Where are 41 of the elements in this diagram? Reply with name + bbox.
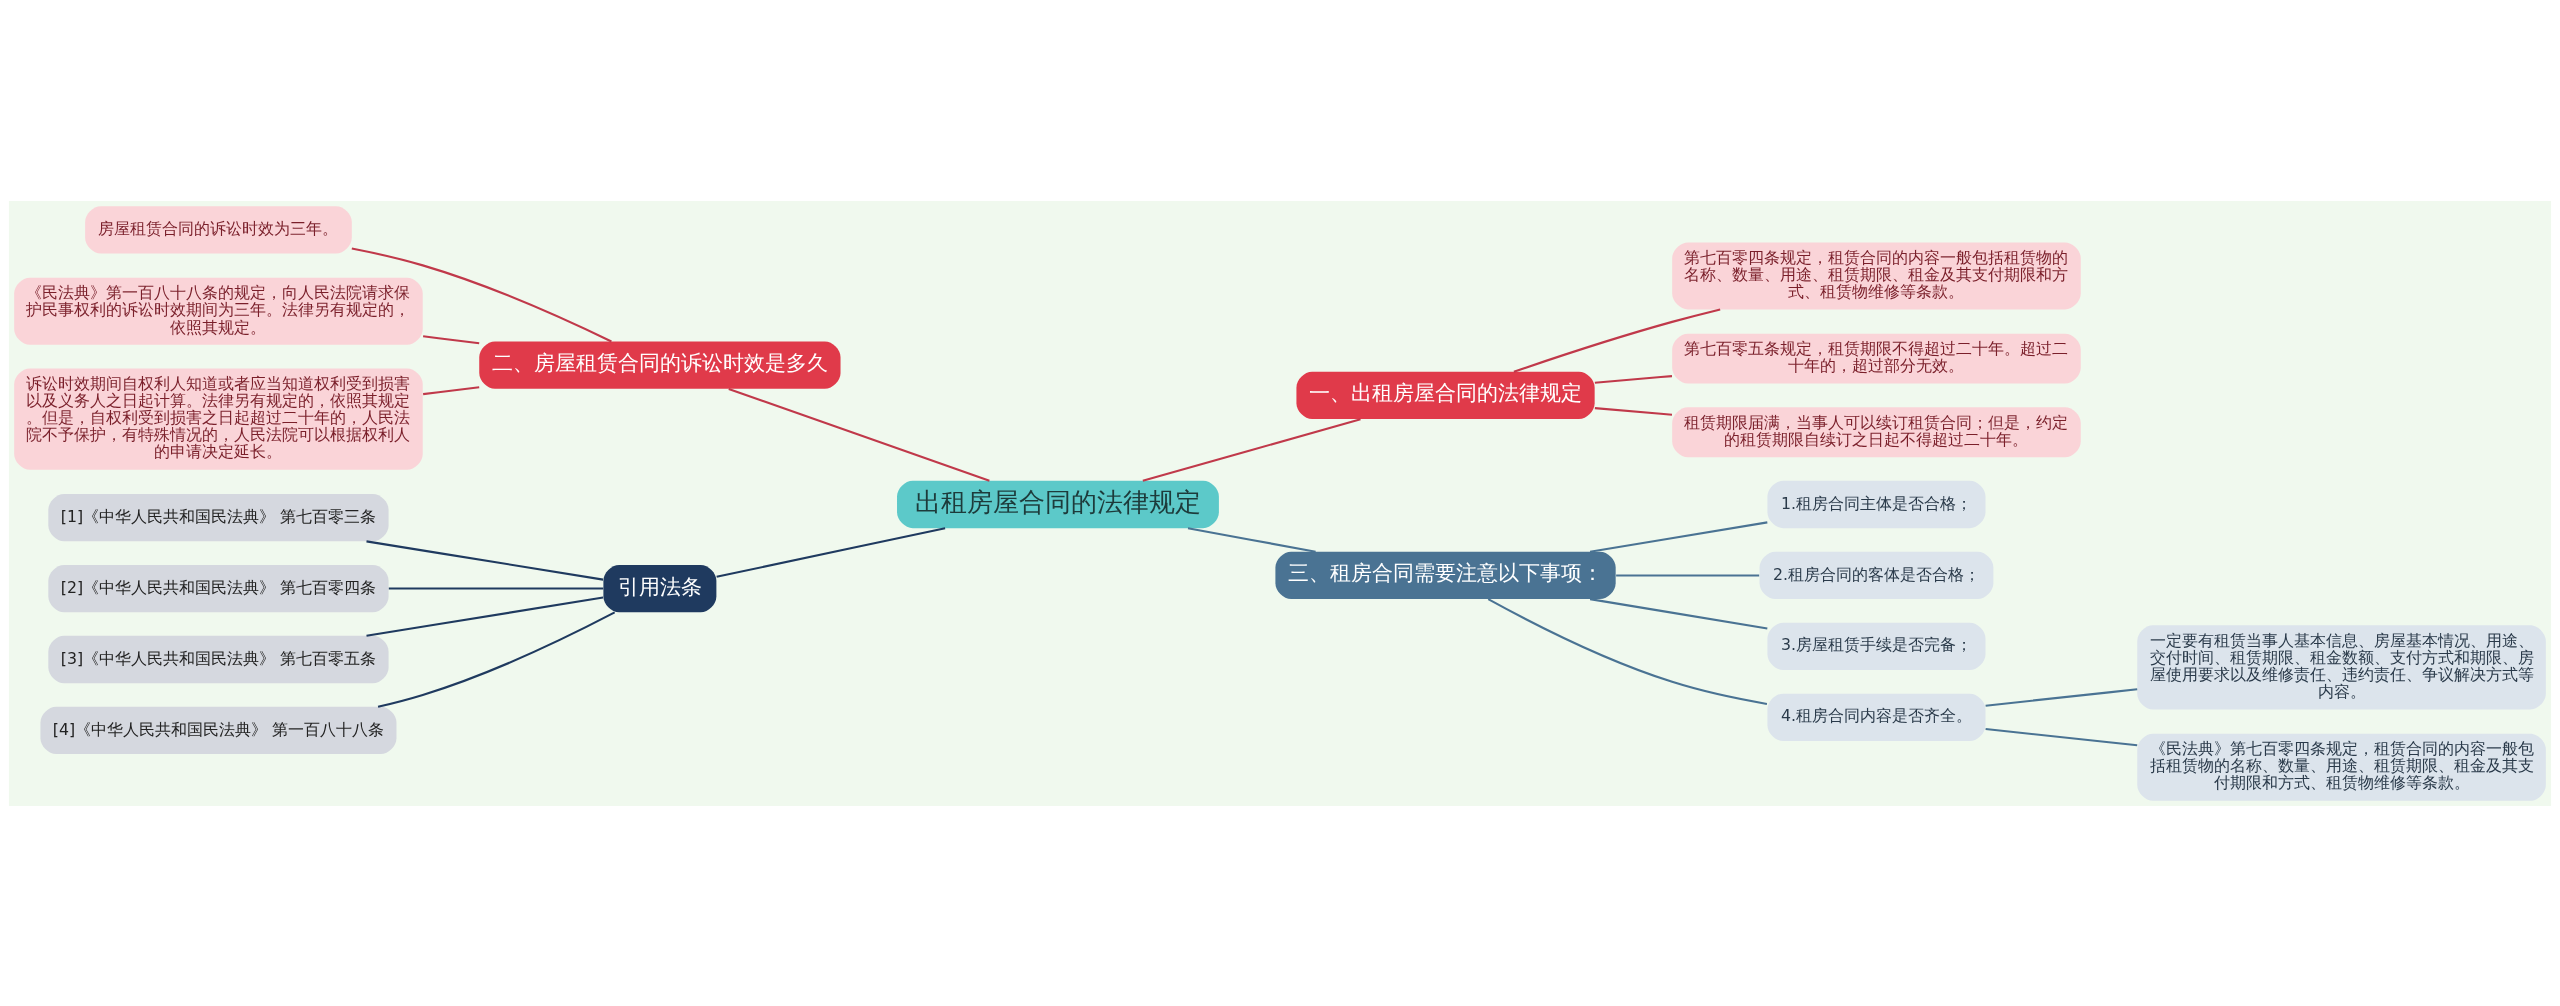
connector bbox=[366, 596, 604, 637]
connector bbox=[1594, 406, 1673, 416]
connector bbox=[423, 334, 480, 344]
node-box: 三、租房合同需要注意以下事项： bbox=[1275, 551, 1616, 599]
node-box: 《民法典》第七百零四条规定，租赁合同的内容一般包括租赁物的名称、数量、用途、租赁期限、租金及其支付期限和方式、租赁物维修等条款。 bbox=[2137, 733, 2546, 801]
connector bbox=[1513, 307, 1721, 373]
connector bbox=[1142, 417, 1361, 482]
node-box: 诉讼时效期间自权利人知道或者应当知道权利受到损害以及义务人之日起计算。法律另有规定的，依照其规定。但是，自权利受到损害之日起超过二十年的，人民法院不予保护，有特殊情况的，人民法院可以根据权利人的申请决定延长。 bbox=[14, 368, 423, 470]
connector bbox=[1985, 687, 2138, 707]
node-box: 房屋租赁合同的诉讼时效为三年。 bbox=[85, 205, 352, 254]
node-box: [2]《中华人民共和国民法典》 第七百零四条 bbox=[48, 564, 389, 612]
connector bbox=[1589, 520, 1768, 553]
node-box: 4.租房合同内容是否齐全。 bbox=[1767, 693, 1986, 741]
node-box: 3.房屋租赁手续是否完备； bbox=[1767, 622, 1986, 670]
node-box: 一、出租房屋合同的法律规定 bbox=[1296, 371, 1595, 419]
connector bbox=[1589, 597, 1768, 630]
node-box: [4]《中华人民共和国民法典》 第一百八十八条 bbox=[40, 706, 397, 754]
connector bbox=[423, 385, 480, 395]
node-box: 二、房屋租赁合同的诉讼时效是多久 bbox=[479, 341, 841, 389]
connector bbox=[1187, 526, 1316, 553]
connector bbox=[1487, 597, 1768, 705]
node-box: 引用法条 bbox=[603, 564, 717, 612]
node-box: 第七百零五条规定，租赁期限不得超过二十年。超过二十年的，超过部分无效。 bbox=[1672, 333, 2081, 384]
node-box: [3]《中华人民共和国民法典》 第七百零五条 bbox=[48, 635, 389, 683]
node-box: 出租房屋合同的法律规定 bbox=[897, 480, 1219, 528]
connector bbox=[728, 387, 990, 482]
node-box: 租赁期限届满，当事人可以续订租赁合同；但是，约定的租赁期限自续订之日起不得超过二十年。 bbox=[1672, 406, 2081, 457]
connector bbox=[1594, 374, 1673, 384]
connector bbox=[1985, 727, 2138, 746]
node-box: 1.租房合同主体是否合格； bbox=[1767, 480, 1986, 528]
node-box: [1]《中华人民共和国民法典》 第七百零三条 bbox=[48, 493, 389, 541]
node-box: 第七百零四条规定，租赁合同的内容一般包括租赁物的名称、数量、用途、租赁期限、租金及其支付期限和方式、租赁物维修等条款。 bbox=[1672, 241, 2081, 309]
node-box: 一定要有租赁当事人基本信息、房屋基本情况、用途、交付时间、租赁期限、租金数额、支付方式和期限、房屋使用要求以及维修责任、违约责任、争议解决方式等内容。 bbox=[2137, 624, 2546, 709]
connector bbox=[1616, 573, 1760, 576]
connector bbox=[716, 526, 946, 578]
connector bbox=[351, 246, 612, 342]
connector bbox=[366, 539, 604, 581]
node-box: 《民法典》第一百八十八条的规定，向人民法院请求保护民事权利的诉讼时效期间为三年。法律另有规定的，依照其规定。 bbox=[14, 277, 423, 345]
node-box: 2.租房合同的客体是否合格； bbox=[1759, 551, 1994, 599]
connector bbox=[388, 587, 604, 590]
connector bbox=[377, 611, 616, 708]
